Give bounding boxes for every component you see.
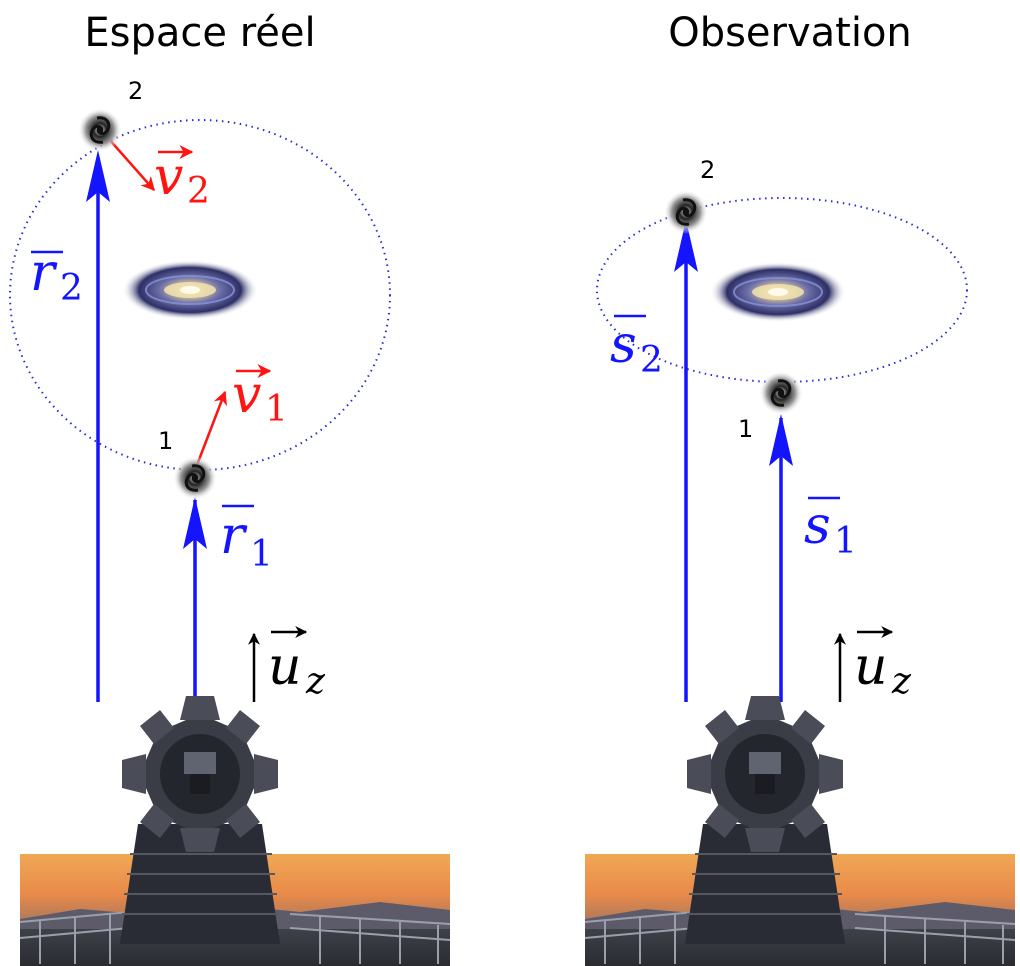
panel-real-space: Espace réel 1 2 r 2 r 1 bbox=[9, 10, 451, 966]
spiral-galaxy-icon bbox=[757, 369, 805, 417]
label-r2: r 2 bbox=[30, 243, 83, 309]
label-s1: s 1 bbox=[804, 496, 857, 562]
vector-subscript: z bbox=[891, 661, 912, 702]
position-vector-s1-head bbox=[769, 414, 793, 466]
vector-symbol: v bbox=[154, 147, 183, 207]
panel-observation: Observation 1 2 s 2 s 1 bbox=[584, 10, 1016, 966]
position-vector-r2-head bbox=[86, 150, 110, 202]
galaxy-icon bbox=[121, 259, 259, 321]
label-uz: u z bbox=[854, 626, 912, 702]
velocity-vector-v1 bbox=[195, 390, 228, 466]
position-vector-r1-head bbox=[183, 497, 207, 549]
galaxy-label-2: 2 bbox=[700, 156, 715, 184]
position-vector-s2-head bbox=[674, 220, 698, 272]
label-r1: r 1 bbox=[220, 504, 273, 575]
galaxy-icon bbox=[709, 261, 847, 323]
vector-symbol: u bbox=[268, 637, 302, 697]
label-uz: u z bbox=[268, 626, 326, 702]
vector-subscript: 2 bbox=[187, 171, 210, 212]
spiral-galaxy-icon bbox=[76, 106, 124, 154]
vector-symbol: r bbox=[220, 506, 248, 566]
panel-title: Espace réel bbox=[84, 10, 315, 56]
vector-subscript: 1 bbox=[265, 389, 288, 430]
spiral-galaxy-icon bbox=[171, 454, 219, 502]
label-v2: v 2 bbox=[154, 145, 210, 212]
galaxy-label-1: 1 bbox=[158, 427, 173, 455]
vector-subscript: 2 bbox=[60, 268, 83, 309]
panel-title: Observation bbox=[668, 10, 912, 56]
vector-symbol: s bbox=[804, 496, 831, 556]
label-v1: v 1 bbox=[232, 364, 288, 430]
vector-subscript: 1 bbox=[834, 521, 857, 562]
label-s2: s 2 bbox=[610, 314, 663, 381]
spiral-galaxy-icon bbox=[662, 188, 710, 236]
vector-symbol: s bbox=[610, 315, 637, 375]
telescope-icon bbox=[584, 695, 1016, 966]
vector-symbol: r bbox=[30, 243, 58, 303]
telescope-icon bbox=[19, 695, 451, 966]
velocity-vector-v2 bbox=[107, 137, 155, 192]
vector-symbol: u bbox=[854, 637, 888, 697]
orbit-ellipse bbox=[596, 197, 968, 383]
vector-subscript: z bbox=[305, 661, 326, 702]
vector-symbol: v bbox=[232, 365, 261, 425]
galaxy-label-1: 1 bbox=[738, 415, 753, 443]
galaxy-label-2: 2 bbox=[128, 77, 143, 105]
orbit-ellipse bbox=[9, 119, 391, 471]
vector-subscript: 2 bbox=[640, 340, 663, 381]
vector-subscript: 1 bbox=[250, 534, 273, 575]
